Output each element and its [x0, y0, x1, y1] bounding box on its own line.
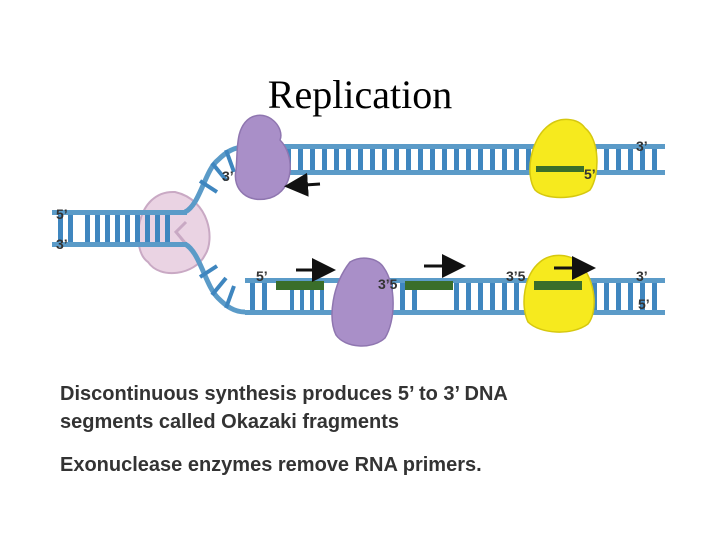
- parental-dna-duplex: [52, 210, 187, 247]
- direction-arrows: [284, 172, 596, 282]
- label-left-bottom-3prime: 3’: [56, 236, 68, 252]
- caption-okazaki-line1: Discontinuous synthesis produces 5’ to 3…: [60, 383, 508, 405]
- leading-strand-duplex: [245, 144, 665, 175]
- label-bottom-right-3prime: 3’: [636, 268, 648, 284]
- label-top-left-3prime: 3’: [222, 168, 234, 184]
- label-bottom-3-5-b: 3’5: [506, 268, 526, 284]
- fork-rungs: [198, 149, 236, 309]
- lagging-strand-duplex: [245, 278, 665, 315]
- label-bottom-right-5prime: 5’: [638, 296, 650, 312]
- label-top-right-3prime: 3’: [636, 138, 648, 154]
- rna-primer-right: [534, 281, 582, 290]
- caption-okazaki-line2: segments called Okazaki fragments: [60, 411, 400, 433]
- primase-top: [529, 118, 598, 199]
- label-left-top-5prime: 5’: [56, 206, 68, 222]
- dna-polymerase-bottom: [331, 257, 394, 347]
- caption-exonuclease: Exonuclease enzymes remove RNA primers.: [60, 454, 482, 476]
- dna-polymerase-top: [234, 114, 291, 201]
- caption-okazaki: Discontinuous synthesis produces 5’ to 3…: [60, 380, 680, 436]
- label-bottom-5prime: 5’: [256, 268, 268, 284]
- label-bottom-3-5-a: 3’5: [378, 276, 398, 292]
- fork-strands: [183, 144, 246, 315]
- page-title: Replication: [267, 72, 453, 117]
- label-top-primer-5prime: 5’: [584, 166, 596, 182]
